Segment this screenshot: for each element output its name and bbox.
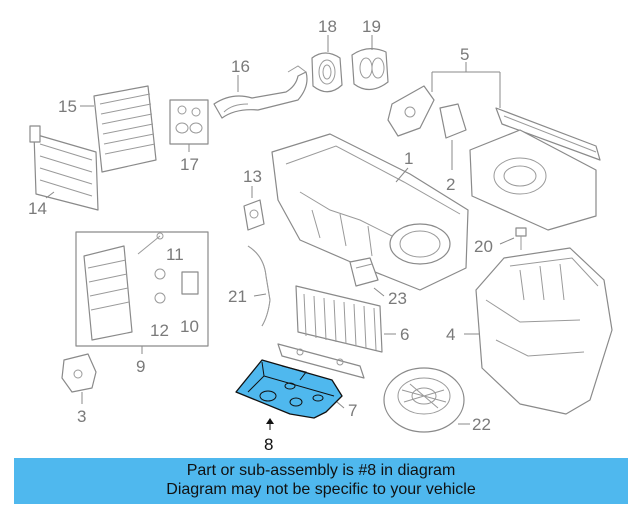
callout-12: 12 [150,321,169,340]
callout-1: 1 [404,149,413,168]
part-17-clips [169,99,209,145]
callout-19: 19 [362,17,381,36]
callout-13: 13 [243,167,262,186]
callout-18: 18 [318,17,337,36]
parts-diagram: 18 19 16 17 15 14 [28,17,613,454]
callout-2: 2 [446,175,455,194]
callout-10: 10 [180,317,199,336]
part-23-actuator [349,257,379,287]
callout-23: 23 [388,289,407,308]
part-6-cabin-filter [295,285,383,353]
info-banner: Part or sub-assembly is #8 in diagram Di… [14,458,628,504]
callout-14: 14 [28,199,47,218]
callout-17: 17 [180,155,199,174]
part-1-hvac-housing [271,133,469,291]
callout-15: 15 [58,97,77,116]
callout-8: 8 [264,435,273,454]
part-14-evaporator [29,125,99,211]
callout-4: 4 [446,325,455,344]
part-20-screw [515,227,527,250]
part-21-hose [247,245,271,327]
callout-5: 5 [460,45,469,64]
banner-line-1: Part or sub-assembly is #8 in diagram [186,462,456,479]
callout-6: 6 [400,325,409,344]
callout-20: 20 [474,237,493,256]
part-19-grommet [351,48,389,91]
callout-11: 11 [166,245,184,264]
part-18-grommet [311,52,343,93]
callout-3: 3 [77,407,86,426]
part-4-lower-housing [475,247,613,415]
part-15-heater-core [93,85,157,173]
part-5-upper-parts [387,85,601,231]
callout-9: 9 [136,357,145,376]
banner-line-2: Diagram may not be specific to your vehi… [166,481,476,498]
part-16-pipe [213,65,308,119]
callout-21: 21 [228,287,247,306]
part-22-blower-motor [383,367,465,433]
part-9-valve-kit [75,231,209,347]
callout-7: 7 [348,401,357,420]
part-8-cover-plate-highlighted [235,359,343,419]
callout-16: 16 [231,57,250,76]
part-3-bracket [61,353,97,393]
part-7-bracket [277,343,365,379]
part-13-actuator [243,199,265,231]
callout-22: 22 [472,415,491,434]
